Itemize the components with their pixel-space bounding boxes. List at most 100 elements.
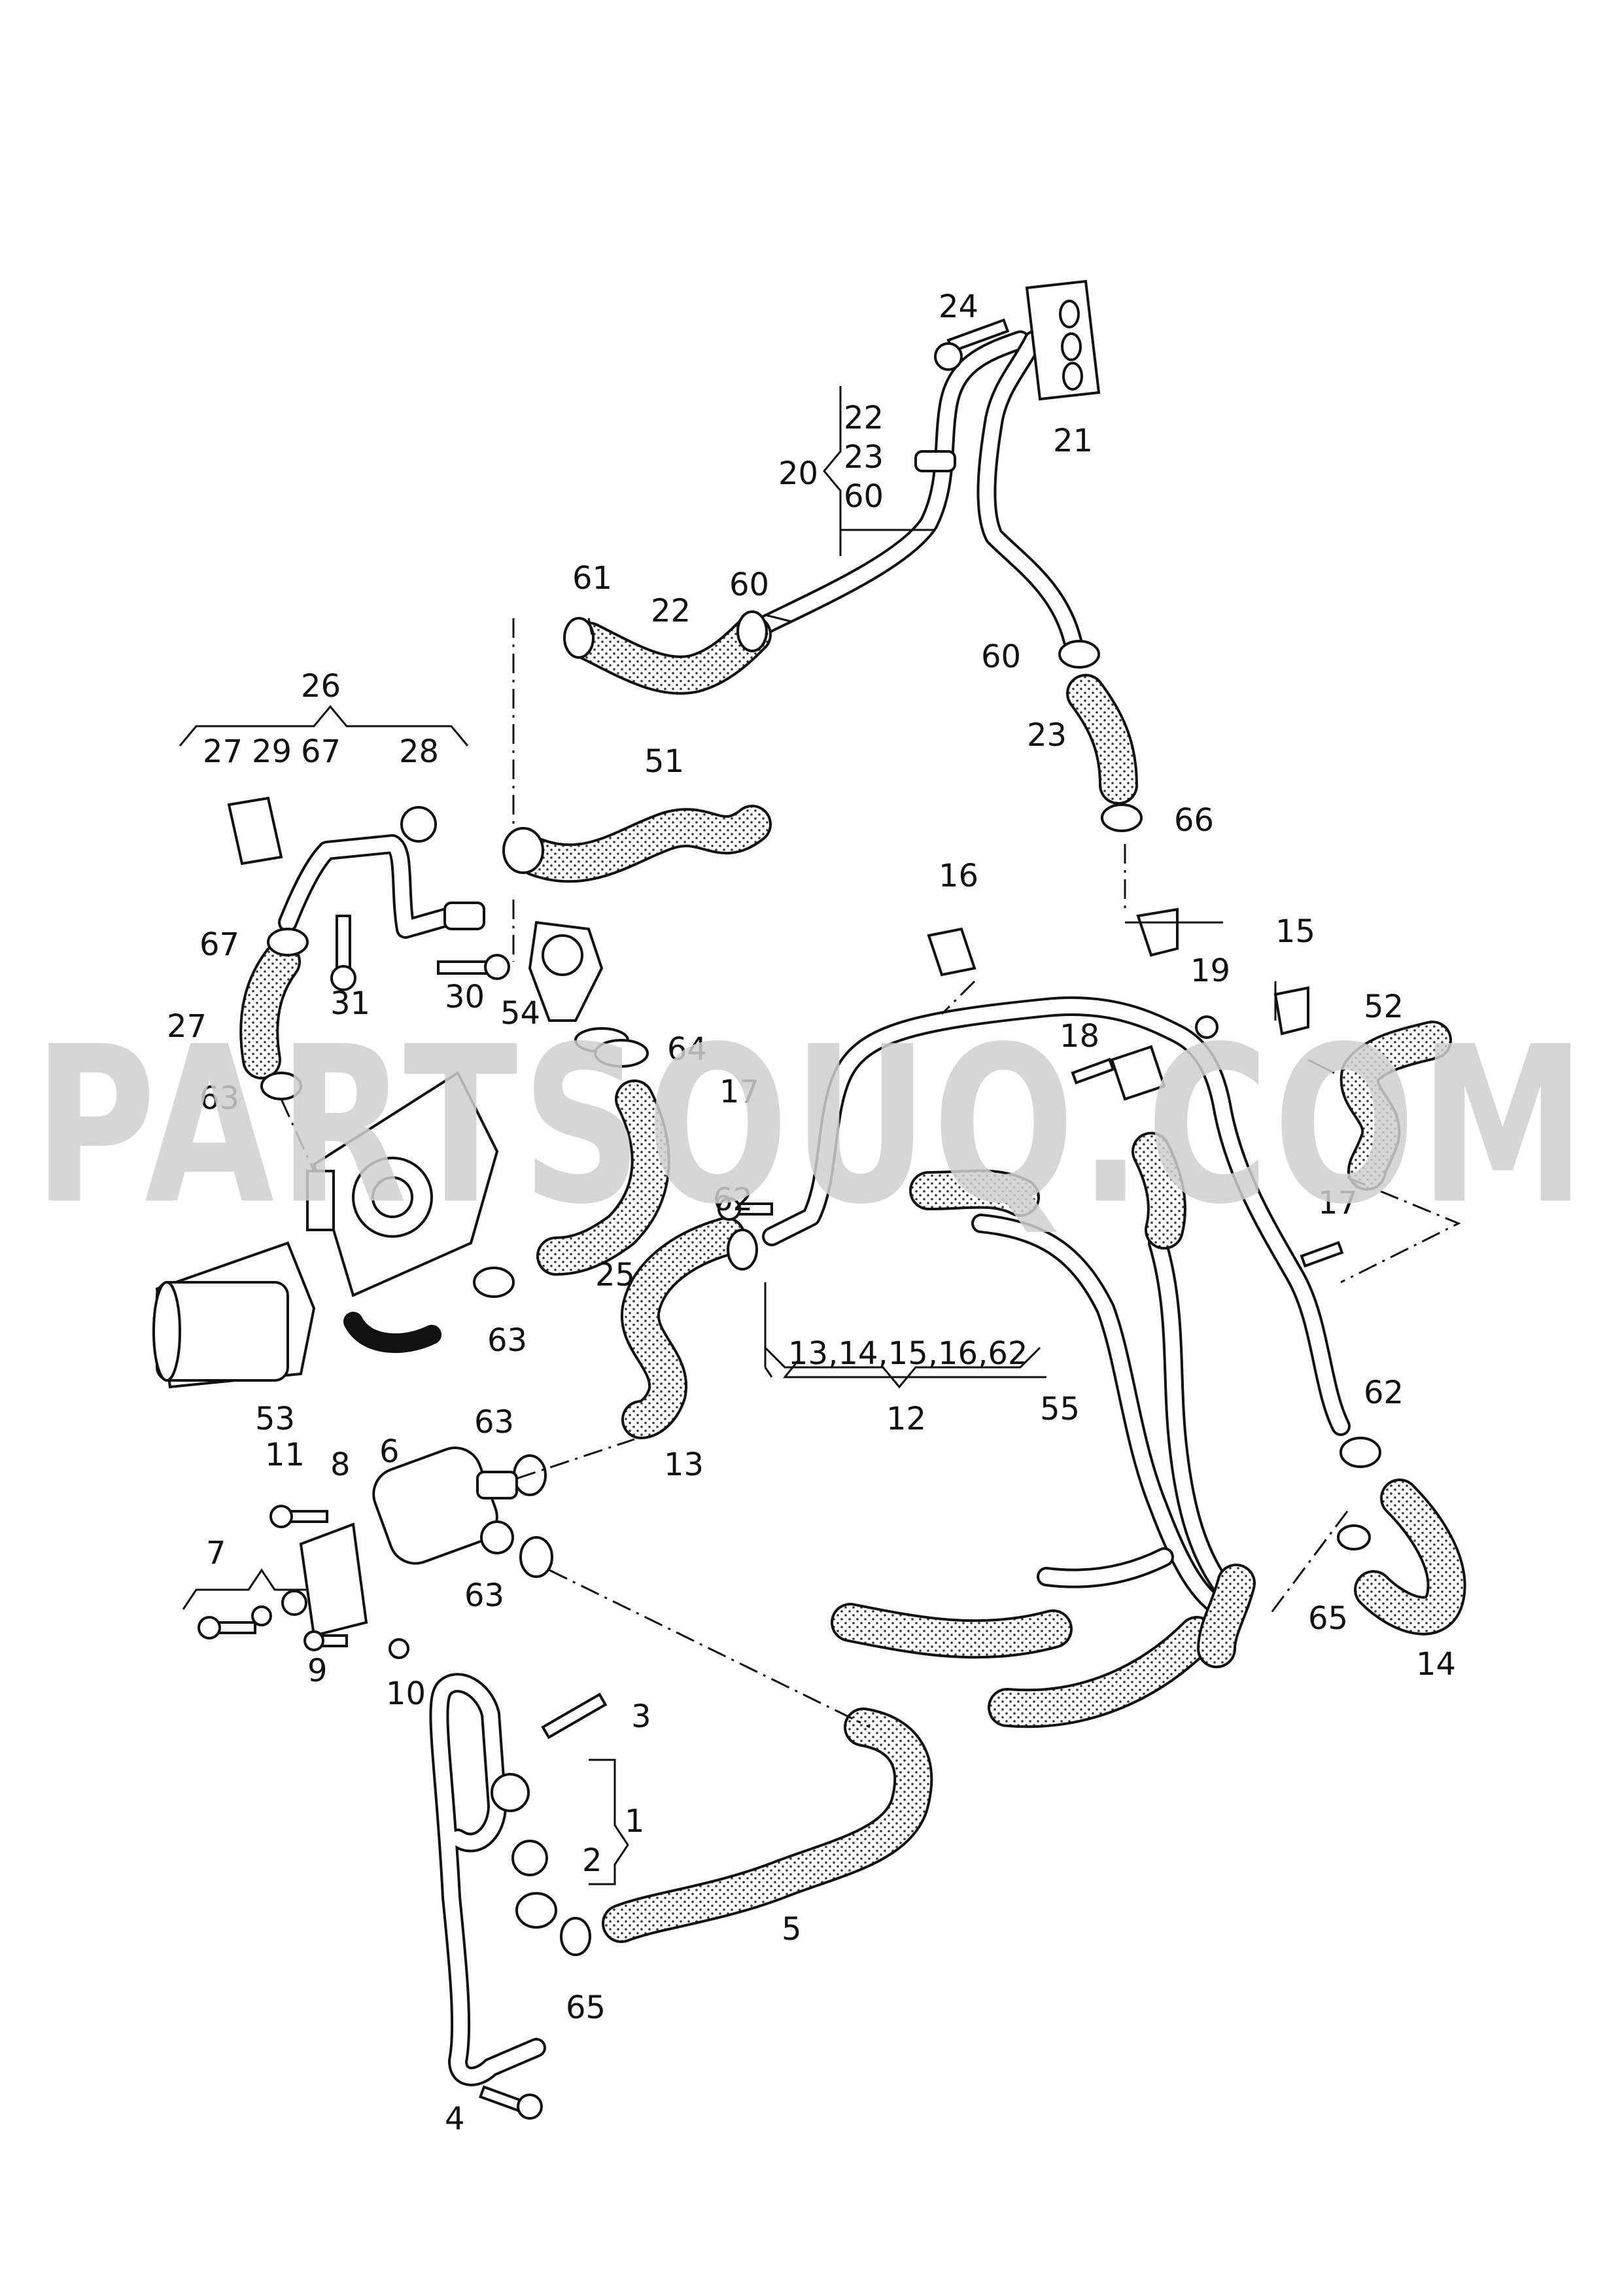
hose-55-lower [831,1564,1256,1728]
label-31: 31 [330,985,370,1022]
clip-16 [927,927,976,977]
bolt-30 [437,954,510,980]
pipe-55 [971,1214,1239,1619]
label-60b: 60 [981,639,1021,675]
label-18: 18 [1060,1018,1099,1055]
bolt-9 [303,1630,348,1651]
bolt-11 [269,1505,328,1528]
clamp-63c [513,1454,547,1496]
label-14: 14 [1416,1646,1456,1683]
hose-14 [1354,1479,1466,1636]
bracket-29 [227,796,283,866]
hose-23 [1066,674,1138,805]
bolt-17b [1300,1240,1344,1268]
clip-15a [1136,907,1179,957]
label-16: 16 [939,858,978,894]
label-24: 24 [939,289,978,325]
label-65a: 65 [1308,1600,1348,1637]
clip-15b [1273,986,1309,1036]
part-labels: 1 2 3 4 5 6 7 8 9 10 11 12 13 13,14,15,1… [167,289,1456,2137]
label-28: 28 [399,733,439,770]
label-30: 30 [445,979,485,1015]
label-7: 7 [206,1535,226,1571]
label-67b: 67 [199,926,239,963]
label-21: 21 [1053,423,1093,459]
label-55: 55 [1040,1391,1080,1428]
bolt-17a [717,1197,773,1221]
label-3: 3 [631,1698,651,1735]
valve-53 [152,1071,499,1389]
label-9: 9 [307,1653,328,1689]
label-19: 19 [1190,953,1230,989]
bolt-18 [1071,1057,1115,1085]
label-53: 53 [255,1401,295,1437]
clamp-62b [1339,1437,1381,1468]
watermark-text: PARTSOUQ.COM [33,1000,1590,1252]
hose-52 [1339,1021,1452,1191]
label-63b: 63 [487,1322,527,1359]
hose-27 [239,942,301,1079]
label-13: 13 [664,1446,704,1483]
label-60a: 60 [729,567,769,603]
label-17b: 17 [1318,1185,1358,1221]
bolt-24 [934,318,1010,371]
label-63a: 63 [199,1080,239,1117]
hose-25 [536,1079,670,1276]
pipe-12 [762,996,1351,1436]
label-1: 1 [625,1803,645,1840]
label-22: 22 [651,593,691,629]
label-10: 10 [386,1675,426,1712]
bolt-31 [330,915,356,991]
label-51: 51 [644,743,684,780]
bracket-8 [299,1522,368,1638]
pipe-assembly-20 [749,330,1082,651]
clamp-62a [727,1229,758,1270]
label-15: 15 [1275,913,1315,950]
label-11: 11 [265,1437,305,1473]
bolt-3 [541,1692,608,1740]
label-27b: 27 [167,1008,207,1045]
clamp-63b [473,1267,515,1298]
label-23: 23 [1027,717,1067,754]
label-29: 29 [252,733,292,770]
label-6: 6 [379,1433,400,1470]
clamp-66 [1101,803,1143,832]
pipe-1 [429,1673,557,2086]
nut-19 [1195,1015,1218,1039]
label-62a: 62 [713,1182,753,1218]
label-65b: 65 [566,1989,606,2026]
pump-6 [372,1446,518,1565]
clamp-65b [560,1917,591,1956]
bolt-4 [478,2085,543,2120]
label-27a: 27 [203,733,243,770]
hose-51 [502,805,772,883]
label-8: 8 [330,1446,351,1483]
clamp-61 [563,617,595,659]
label-54: 54 [500,995,540,1032]
clip-28 [400,806,437,843]
label-4: 4 [445,2101,465,2137]
label-12: 12 [886,1401,926,1437]
label-5: 5 [782,1911,802,1948]
clamp-60b [1058,640,1100,669]
label-63c: 63 [474,1404,514,1441]
label-25: 25 [595,1257,635,1293]
label-13-group: 13,14,15,16,62 [788,1335,1028,1372]
pipe-26 [278,834,485,939]
label-17a: 17 [719,1074,759,1110]
clamp-63d [519,1536,553,1578]
hose-5 [602,1708,933,1943]
clamp-67 [267,928,309,956]
label-26: 26 [301,668,341,705]
label-62b: 62 [1364,1375,1404,1411]
clamp-65a [1337,1524,1371,1550]
hose-13 [620,1217,746,1439]
clamp-60a [736,610,768,652]
nut-10 [389,1638,409,1659]
label-20: 20 [778,455,818,492]
hose-55-upper [909,1132,1186,1250]
flange-21 [1025,279,1101,401]
label-61: 61 [572,560,612,597]
leader-lines [179,386,1461,1885]
